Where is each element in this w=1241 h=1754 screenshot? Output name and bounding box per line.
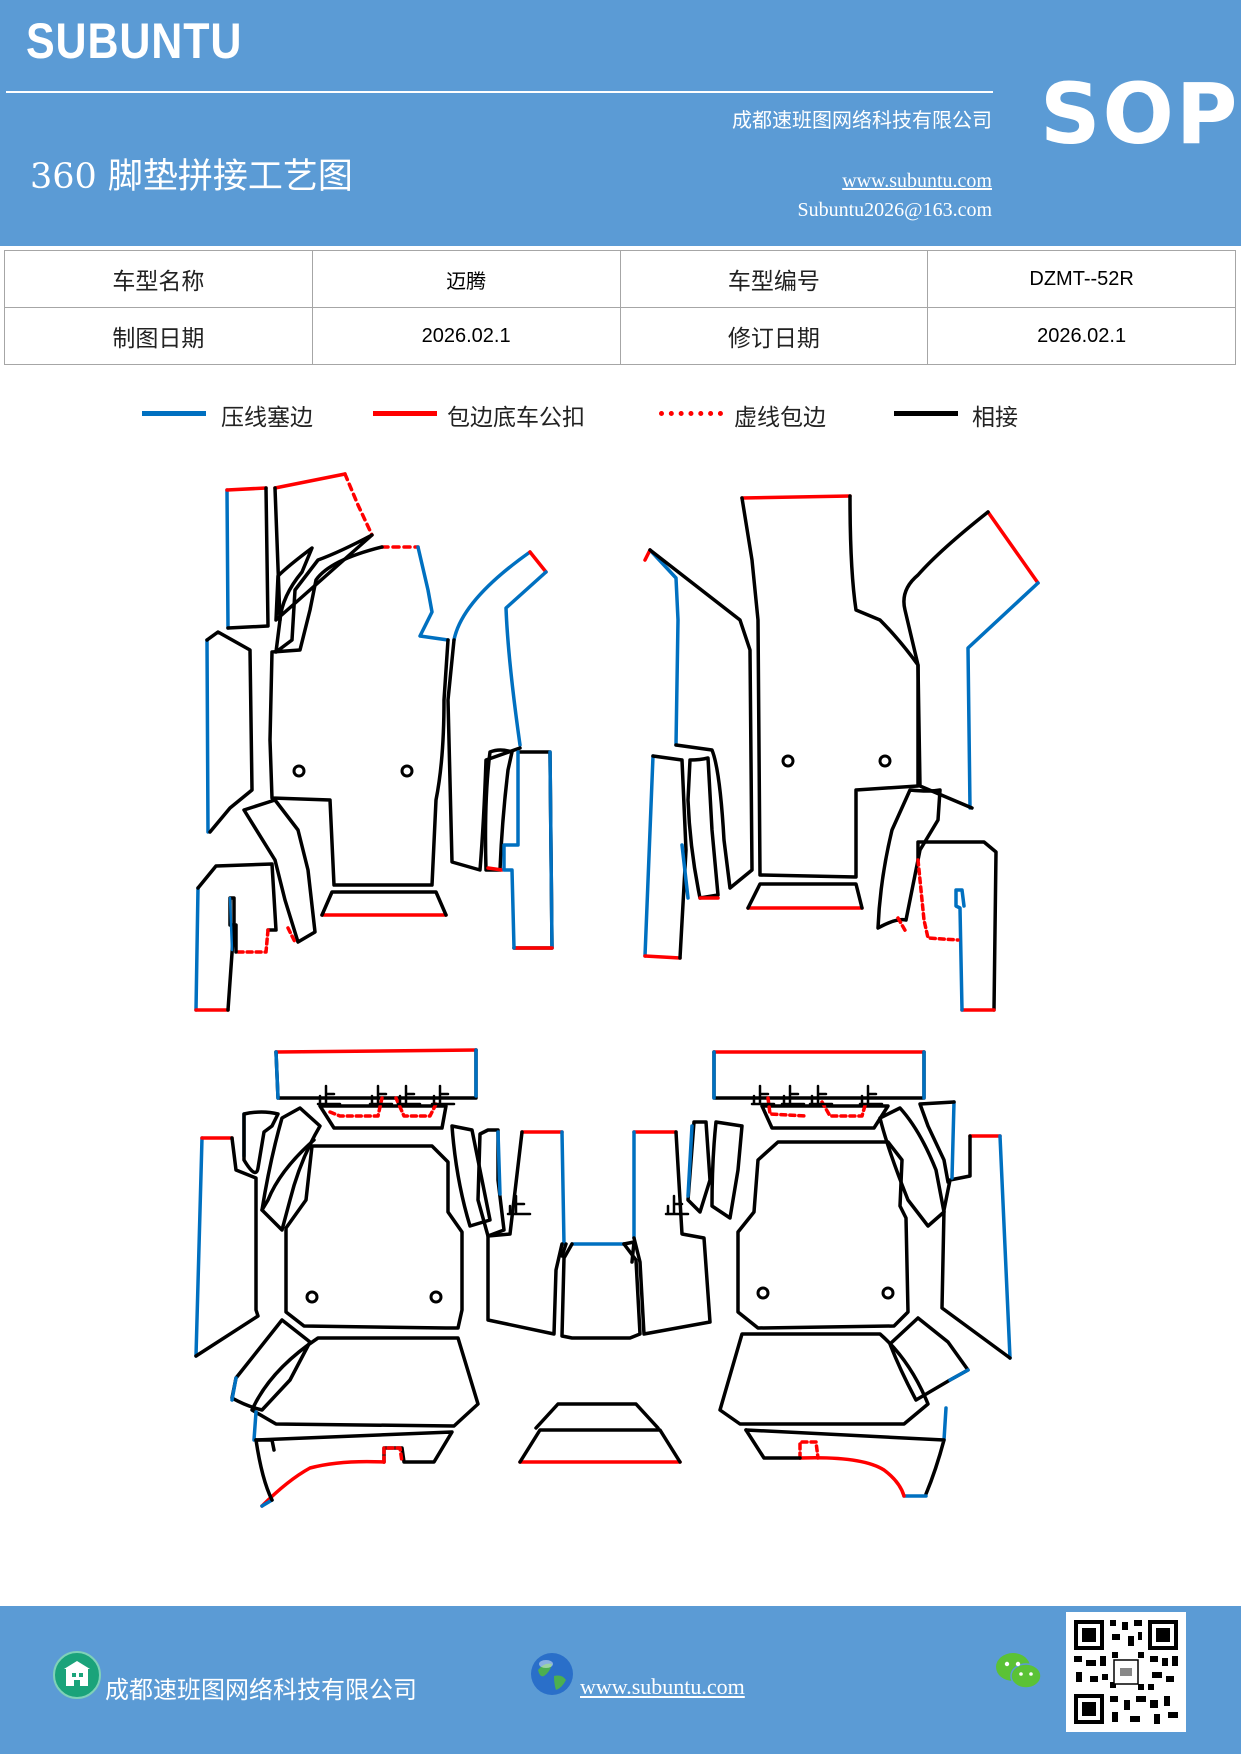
- label-revise-date: 修订日期: [619, 307, 929, 365]
- doc-type-badge: SOP: [1040, 65, 1240, 163]
- brand-logo: SUBUNTU: [26, 13, 243, 69]
- wechat-icon[interactable]: [994, 1650, 1044, 1694]
- header-company: 成都速班图网络科技有限公司: [732, 108, 992, 132]
- value-model-code: DZMT--52R: [927, 250, 1236, 308]
- header-divider: [6, 91, 993, 93]
- legend-swatch: [894, 411, 958, 416]
- table-row: 制图日期 2026.02.1 修订日期 2026.02.1: [4, 307, 1236, 365]
- header-banner: [0, 0, 1241, 246]
- rear-right-mat-group: [632, 1050, 1012, 1498]
- company-icon: [53, 1651, 101, 1699]
- footer-company: 成都速班图网络科技有限公司: [105, 1676, 417, 1704]
- rear-left-mat-group: [194, 1048, 682, 1508]
- legend: 压线塞边 包边底车公扣 虚线包边 相接: [0, 396, 1241, 436]
- header-website-link[interactable]: www.subuntu.com: [842, 170, 992, 192]
- page-title: 360 脚垫拼接工艺图: [30, 157, 353, 197]
- legend-swatch: [373, 411, 437, 416]
- legend-swatch: [142, 411, 206, 416]
- footer-website-link[interactable]: www.subuntu.com: [580, 1674, 745, 1699]
- label-model-code: 车型编号: [619, 250, 929, 308]
- legend-label: 包边底车公扣: [447, 405, 585, 431]
- legend-label: 压线塞边: [221, 405, 313, 431]
- front-right-mat-group: [643, 494, 1040, 1012]
- value-revise-date: 2026.02.1: [927, 307, 1236, 365]
- stop-mark-icons: [664, 1084, 884, 1216]
- header-email: Subuntu2026@163.com: [797, 199, 992, 221]
- legend-label: 相接: [972, 405, 1018, 431]
- stop-mark-icons: [316, 1084, 532, 1216]
- vehicle-info-table: 车型名称 迈腾 车型编号 DZMT--52R 制图日期 2026.02.1 修订…: [4, 250, 1236, 365]
- label-draw-date: 制图日期: [4, 307, 313, 365]
- legend-swatch: [659, 411, 723, 416]
- globe-icon: [531, 1653, 573, 1695]
- value-draw-date: 2026.02.1: [311, 307, 621, 365]
- table-row: 车型名称 迈腾 车型编号 DZMT--52R: [4, 250, 1236, 308]
- value-model-name: 迈腾: [311, 250, 621, 308]
- front-left-mat-group: [194, 472, 554, 1012]
- qr-code: [1066, 1612, 1186, 1732]
- legend-label: 虚线包边: [734, 405, 826, 431]
- label-model-name: 车型名称: [4, 250, 313, 308]
